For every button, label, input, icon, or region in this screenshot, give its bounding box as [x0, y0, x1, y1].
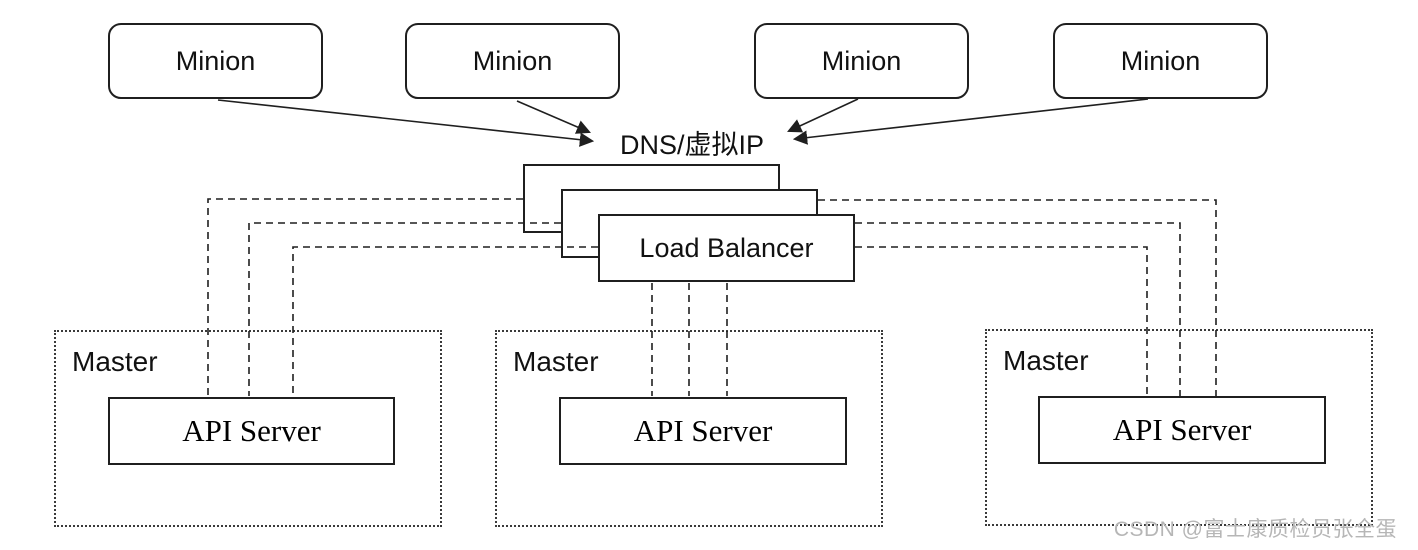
minion-label: Minion [472, 45, 553, 76]
master-group-1: Master API Server [54, 330, 442, 527]
minion-node-3: Minion [754, 23, 969, 99]
master-group-3: Master API Server [985, 329, 1373, 526]
minion-node-1: Minion [108, 23, 323, 99]
minion-label: Minion [1120, 45, 1201, 76]
load-balancer-label: Load Balancer [639, 232, 814, 263]
minion-label: Minion [821, 45, 902, 76]
minion-arrow-4 [792, 98, 1149, 145]
api-server-node-2: API Server [559, 397, 847, 465]
master-label: Master [1003, 345, 1089, 376]
minion-label: Minion [175, 45, 256, 76]
minion-arrow-1 [217, 99, 595, 147]
api-server-label: API Server [1112, 412, 1252, 447]
dns-vip-label: DNS/虚拟IP [619, 130, 765, 160]
api-server-node-3: API Server [1038, 396, 1326, 464]
minion-node-2: Minion [405, 23, 620, 99]
load-balancer-node: Load Balancer [598, 214, 855, 282]
master-label: Master [513, 346, 599, 377]
api-server-node-1: API Server [108, 397, 395, 465]
minion-node-4: Minion [1053, 23, 1268, 99]
master-group-2: Master API Server [495, 330, 883, 527]
master-label: Master [72, 346, 158, 377]
api-server-label: API Server [182, 413, 321, 448]
api-server-label: API Server [633, 413, 773, 448]
watermark: CSDN @富士康质检员张全蛋 [1113, 518, 1397, 541]
